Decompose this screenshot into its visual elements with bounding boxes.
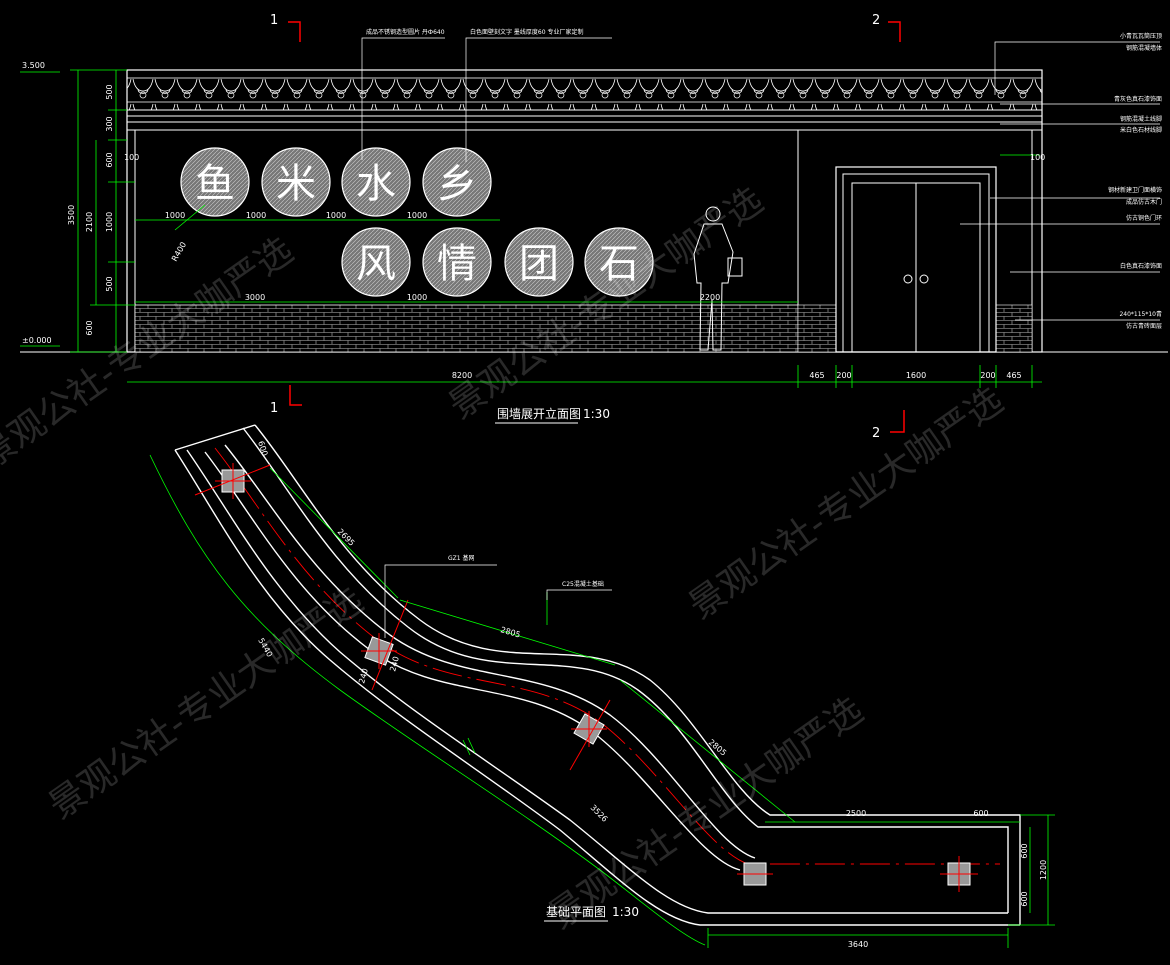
- watermark: 景观公社-专业大咖严选: [42, 580, 371, 828]
- elevation-scale: 1:30: [583, 407, 610, 421]
- spacing-3: 1000: [326, 211, 346, 220]
- callout-r4: 钢筋混凝土线脚: [1120, 115, 1162, 123]
- plan-scale: 1:30: [612, 905, 639, 919]
- watermark: 景观公社-专业大咖严选: [682, 380, 1011, 628]
- plan-dim-600-top: 600: [256, 440, 269, 457]
- callout-disc: 成品不锈钢造型圆片 丹Ф640: [366, 28, 445, 36]
- plan-dim-600-v2: 600: [1020, 891, 1029, 906]
- gap-right: 100: [1030, 153, 1045, 162]
- spacing-2: 1000: [246, 211, 266, 220]
- callout-c25: C25混凝土基础: [562, 580, 604, 588]
- spacing-4: 1000: [407, 211, 427, 220]
- callout-gz1: GZ1 基网: [448, 554, 475, 562]
- plan-core-a: [204, 451, 741, 871]
- elevation-view: 鱼 米 水 乡 风 情 团 石: [20, 13, 1168, 441]
- callout-r6: 钢材新建卫门面横饰: [1108, 186, 1162, 194]
- elevation-title: 围墙展开立面图: [497, 406, 581, 421]
- plan-dim-2500: 2500: [846, 809, 866, 818]
- plan-outer-inner: [186, 449, 1008, 914]
- level-top: 3.500: [22, 61, 45, 70]
- char-xiang: 乡: [437, 161, 477, 207]
- spacing-1: 1000: [165, 211, 185, 220]
- char-feng: 风: [356, 241, 396, 287]
- char-qing: 情: [437, 241, 477, 287]
- dim-h-500-top: 500: [105, 84, 114, 99]
- svg-text:2: 2: [872, 426, 880, 441]
- char-mi: 米: [276, 161, 316, 207]
- callout-r2: 钢筋混凝墙体: [1126, 44, 1162, 52]
- plan-dim-3640: 3640: [848, 940, 868, 949]
- callout-r5: 米白色石材线脚: [1120, 126, 1162, 134]
- svg-text:1: 1: [270, 401, 278, 416]
- roof-tiles: [126, 77, 1043, 111]
- callout-text: 白色面壁刻文字 墨线厚度60 专业厂家定制: [470, 28, 583, 36]
- bottom-465a: 465: [809, 371, 824, 380]
- svg-text:1: 1: [270, 13, 278, 28]
- dim-mid-height: 2100: [85, 212, 94, 232]
- plan-centerline: [214, 447, 1000, 865]
- callout-r8: 仿古铜色门环: [1126, 214, 1162, 222]
- dim-total-height: 3500: [67, 205, 76, 225]
- plan-dim-240-b: 240: [357, 667, 370, 684]
- callout-r7: 成品仿古木门: [1126, 198, 1162, 206]
- plan-inner-inner: [242, 427, 1009, 913]
- char-yu: 鱼: [195, 161, 235, 207]
- watermark: 景观公社-专业大咖严选: [0, 230, 301, 478]
- bottom-465b: 465: [1006, 371, 1021, 380]
- callout-r9: 白色真石漆饰面: [1120, 262, 1162, 270]
- svg-text:2: 2: [872, 13, 880, 28]
- plan-dimensions: [149, 454, 1055, 948]
- level-ground: ±0.000: [22, 336, 52, 345]
- char-tuan: 团: [519, 241, 559, 287]
- plan-dim-1200: 1200: [1039, 860, 1048, 880]
- human-figure: [693, 206, 743, 351]
- foundation-plan: GZ1 基网 C25混凝土基础 600 2695 2805 2805 240 2…: [149, 424, 1055, 949]
- plan-dim-600-right: 600: [973, 809, 988, 818]
- char-shui: 水: [356, 161, 396, 207]
- dim-h-600: 600: [105, 152, 114, 167]
- dim-radius: R400: [170, 240, 188, 263]
- callout-r11: 仿古青砖面层: [1126, 322, 1162, 330]
- callout-r10: 240*115*10青: [1119, 310, 1162, 318]
- dim-h-300: 300: [105, 116, 114, 131]
- plan-dim-3526: 3526: [589, 803, 610, 824]
- section-marker-2: 2 2: [872, 13, 905, 441]
- door: [835, 166, 997, 353]
- plan-dim-2805-a: 2805: [499, 625, 521, 639]
- bottom-200a: 200: [836, 371, 851, 380]
- bottom-200b: 200: [980, 371, 995, 380]
- plan-dim-600-v1: 600: [1020, 843, 1029, 858]
- dim-h-600-base: 600: [85, 320, 94, 335]
- plan-core-b: [224, 444, 756, 859]
- lower-spacing-3: 2200: [700, 293, 720, 302]
- dim-h-1000: 1000: [105, 212, 114, 232]
- callout-r1: 小青瓦瓦筒压顶: [1120, 32, 1162, 40]
- bottom-1600: 1600: [906, 371, 926, 380]
- plan-dim-240-a: 240: [388, 655, 401, 672]
- disc-row-2: 风 情 团 石: [341, 227, 654, 297]
- char-shi: 石: [599, 241, 639, 287]
- watermark-layer: 景观公社-专业大咖严选 景观公社-专业大咖严选 景观公社-专业大咖严选 景观公社…: [0, 180, 1011, 938]
- bottom-8200: 8200: [452, 371, 472, 380]
- disc-row-1: 鱼 米 水 乡: [180, 147, 492, 217]
- gap-left: 100: [124, 153, 139, 162]
- brick-base: [134, 304, 799, 353]
- plan-title: 基础平面图: [546, 905, 606, 919]
- elevation-dimensions: [20, 69, 1042, 388]
- dim-h-500-low: 500: [105, 276, 114, 291]
- callout-r3: 青灰色真石漆饰面: [1114, 95, 1162, 103]
- lower-spacing-1: 3000: [245, 293, 265, 302]
- lower-spacing-2: 1000: [407, 293, 427, 302]
- plan-outer-edge: [174, 449, 1020, 926]
- section-marker-1: 1 1: [270, 13, 302, 416]
- character-discs: 鱼 米 水 乡 风 情 团 石: [180, 147, 654, 297]
